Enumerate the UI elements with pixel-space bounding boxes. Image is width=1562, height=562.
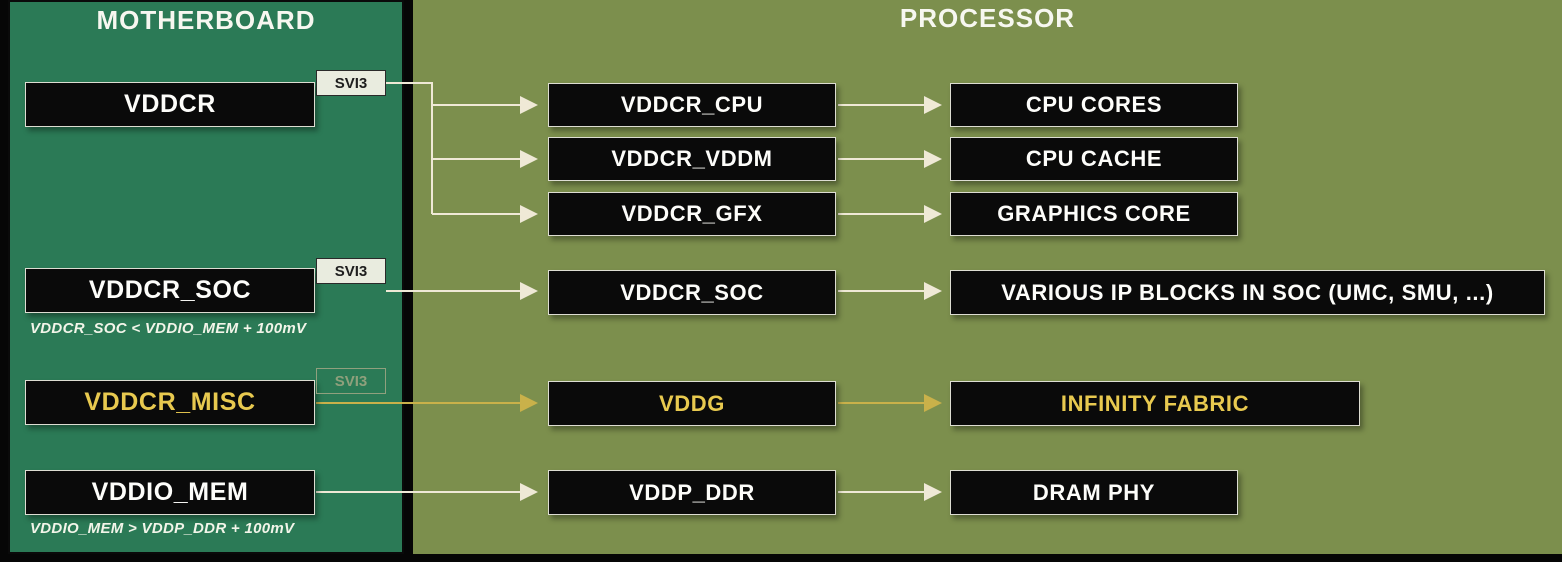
svi3-tag-vddcr: SVI3 — [316, 70, 386, 96]
block-infinity-fabric: INFINITY FABRIC — [950, 381, 1360, 426]
processor-title: PROCESSOR — [899, 3, 1076, 33]
rail-vddcr-cpu: VDDCR_CPU — [548, 83, 836, 127]
constraint-note-soc: VDDCR_SOC < VDDIO_MEM + 100mV — [30, 320, 307, 337]
block-graphics-core: GRAPHICS CORE — [950, 192, 1238, 236]
rail-vddg: VDDG — [548, 381, 836, 426]
block-dram-phy: DRAM PHY — [950, 470, 1238, 515]
block-cpu-cores: CPU CORES — [950, 83, 1238, 127]
rail-vddcr-misc: VDDCR_MISC — [25, 380, 315, 425]
motherboard-title: MOTHERBOARD — [96, 5, 316, 35]
block-soc-ip-blocks: VARIOUS IP BLOCKS IN SOC (UMC, SMU, ...) — [950, 270, 1545, 315]
svi3-tag-vddcr-misc: SVI3 — [316, 368, 386, 394]
rail-vddcr-soc-processor: VDDCR_SOC — [548, 270, 836, 315]
constraint-note-mem: VDDIO_MEM > VDDP_DDR + 100mV — [30, 520, 295, 537]
svi3-tag-vddcr-soc: SVI3 — [316, 258, 386, 284]
rail-vddcr-gfx: VDDCR_GFX — [548, 192, 836, 236]
rail-vddcr-soc: VDDCR_SOC — [25, 268, 315, 313]
rail-vddcr-vddm: VDDCR_VDDM — [548, 137, 836, 181]
rail-vddcr: VDDCR — [25, 82, 315, 127]
rail-vddio-mem: VDDIO_MEM — [25, 470, 315, 515]
arrow-vddcr-branch — [386, 82, 433, 214]
rail-vddp-ddr: VDDP_DDR — [548, 470, 836, 515]
block-cpu-cache: CPU CACHE — [950, 137, 1238, 181]
